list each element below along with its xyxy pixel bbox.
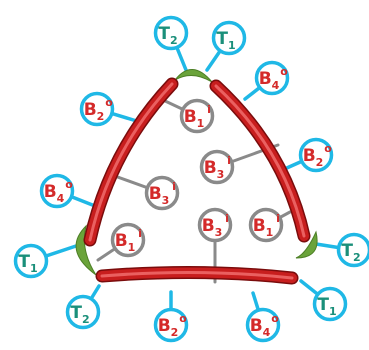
outer-node-ring-t1-top [211, 20, 247, 56]
inner-node-b3i-right: B3i [199, 149, 235, 185]
outer-node-ring-b2o-left [79, 91, 115, 127]
inner-node-b3i-bottom: B3i [197, 207, 233, 243]
outer-node-b2o-left: B2o [79, 91, 115, 127]
outer-node-ring-b4o-left [39, 173, 75, 209]
outer-node-t1-left: T1 [13, 243, 49, 279]
outer-node-ring-b2o-right [298, 137, 334, 173]
inner-node-ring-b3i-right [199, 149, 235, 185]
triangle-edge-layer [75, 69, 318, 285]
node-sup-b4o-left: o [65, 178, 73, 191]
outer-node-b2o-bottom: B2o [153, 307, 189, 343]
node-label-b3i-right: B3 [204, 158, 225, 181]
node-label-b1i-top: B1 [184, 107, 205, 130]
node-label-b3i-bottom: B3 [202, 216, 223, 239]
outer-node-ring-t2-top [153, 15, 189, 51]
node-label-b4o-left: B4 [44, 182, 65, 205]
node-sup-b2o-left: o [105, 96, 113, 109]
inner-node-ring-b1i-botleft [110, 222, 146, 258]
outer-node-t2-top: T2 [153, 15, 189, 51]
node-sup-b1i-botleft: i [138, 227, 142, 240]
node-label-b2o-bottom: B2 [158, 316, 179, 339]
node-label-b2o-left: B2 [84, 100, 105, 123]
node-sup-b1i-top: i [207, 103, 211, 116]
inner-node-b1i-botright: B1i [248, 207, 284, 243]
node-sup-b1i-botright: i [276, 212, 280, 225]
node-label-b2o-right: B2 [303, 146, 324, 169]
outer-node-b4o-left: B4o [39, 173, 75, 209]
node-label-b1i-botright: B1 [253, 216, 274, 239]
edge-bottom-highlight [100, 270, 294, 280]
node-label-t1-bottom: T1 [317, 295, 336, 318]
outer-node-ring-b2o-bottom [153, 307, 189, 343]
outer-node-t2-right: T2 [336, 232, 369, 268]
edge-left-highlight [88, 82, 174, 242]
node-sup-b4o-bottom: o [271, 312, 279, 325]
node-label-t1-top: T1 [216, 29, 235, 52]
node-label-b4o-bottom: B4 [250, 316, 271, 339]
node-label-b1i-botleft: B1 [115, 231, 136, 254]
node-sup-b3i-left: i [172, 180, 176, 193]
outer-node-t1-bottom: T1 [312, 286, 348, 322]
inner-node-ring-b3i-left [144, 175, 180, 211]
inner-node-ring-b1i-top [179, 98, 215, 134]
outer-node-b4o-top: B4o [254, 60, 290, 96]
outer-node-ring-t1-left [13, 243, 49, 279]
node-label-t2-bottom: T2 [70, 303, 89, 326]
outer-node-b2o-right: B2o [298, 137, 334, 173]
inner-node-ring-b3i-bottom [197, 207, 233, 243]
node-label-b4o-top: B4 [259, 69, 280, 92]
connector-layer [29, 31, 356, 327]
inner-node-b1i-botleft: B1i [110, 222, 146, 258]
inner-node-b3i-left: B3i [144, 175, 180, 211]
node-label-t1-left: T1 [18, 252, 37, 275]
edge-right-highlight [214, 84, 306, 238]
outer-node-b4o-bottom: B4o [245, 307, 281, 343]
outer-node-ring-t2-right [336, 232, 369, 268]
vertex-right [295, 230, 318, 259]
outer-node-ring-t2-bottom [65, 294, 101, 330]
outer-node-ring-b4o-top [254, 60, 290, 96]
node-sup-b2o-bottom: o [179, 312, 187, 325]
node-label-t2-top: T2 [158, 24, 177, 47]
node-sup-b3i-bottom: i [225, 212, 229, 225]
inner-node-ring-b1i-botright [248, 207, 284, 243]
node-label-b3i-left: B3 [149, 184, 170, 207]
outer-node-t2-bottom: T2 [65, 294, 101, 330]
outer-node-t1-top: T1 [211, 20, 247, 56]
node-sup-b4o-top: o [280, 65, 288, 78]
inner-node-b1i-top: B1i [179, 98, 215, 134]
node-sup-b2o-right: o [324, 142, 332, 155]
node-sup-b3i-right: i [227, 154, 231, 167]
outer-node-ring-b4o-bottom [245, 307, 281, 343]
outer-node-ring-t1-bottom [312, 286, 348, 322]
node-label-t2-right: T2 [341, 241, 360, 264]
